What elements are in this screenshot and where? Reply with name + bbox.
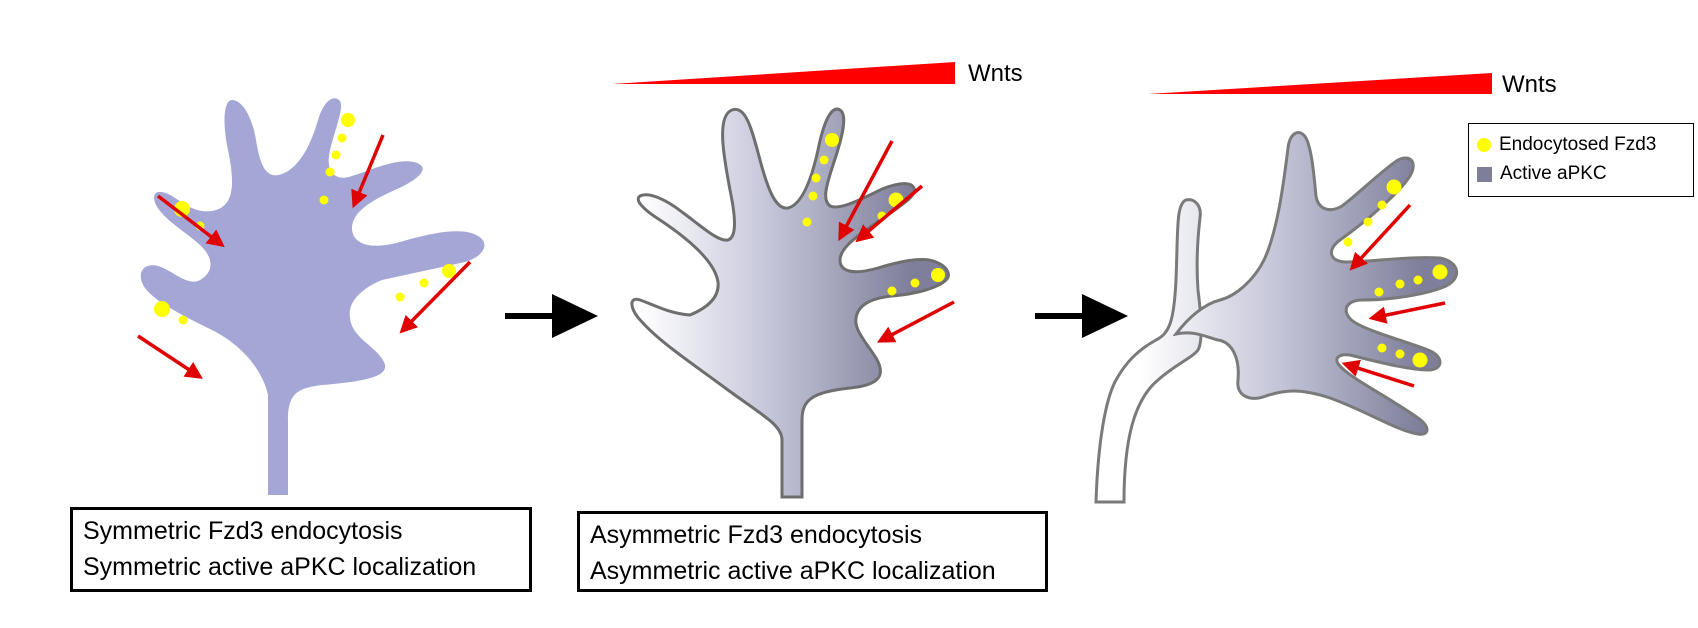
growth-cone-body [1172,131,1458,436]
growth-cone-asymmetric-2 [1094,131,1458,504]
wnt-gradient-right [1148,73,1492,94]
legend-label: Active aPKC [1500,163,1607,184]
progression-arrow-2 [1035,294,1128,338]
endocytosed-fzd3-dots [154,113,456,325]
yellow-circle-icon [1477,138,1491,152]
caption-asymmetric: Asymmetric Fzd3 endocytosis Asymmetric a… [577,511,1048,592]
endocytosed-fzd3-dots [1343,179,1448,368]
wnt-label-right: Wnts [1502,71,1557,98]
growth-cone-body [140,98,485,495]
wnt-label-middle: Wnts [968,60,1023,87]
growth-cone-asymmetric-1 [630,107,955,499]
caption-symmetric: Symmetric Fzd3 endocytosis Symmetric act… [70,507,532,592]
wnt-signal-arrows [1341,203,1446,388]
wnt-signal-arrows [838,140,955,343]
legend-label: Endocytosed Fzd3 [1499,134,1657,155]
caption-line-1: Symmetric Fzd3 endocytosis [83,517,403,545]
legend: Endocytosed Fzd3 Active aPKC [1468,123,1694,197]
caption-line-2: Asymmetric active aPKC localization [590,557,996,585]
progression-arrow-1 [505,294,598,338]
caption-line-1: Asymmetric Fzd3 endocytosis [590,521,923,549]
gray-square-icon [1477,166,1492,182]
growth-cone-symmetric [137,98,485,495]
legend-item-endocytosed-fzd3: Endocytosed Fzd3 [1477,133,1656,157]
wnt-signal-arrows [137,134,472,379]
wnt-gradient-middle [612,62,955,84]
growth-cone-body [1094,198,1203,504]
caption-line-2: Symmetric active aPKC localization [83,553,477,581]
legend-item-active-apkc: Active aPKC [1477,162,1607,186]
growth-cone-body [630,107,950,499]
